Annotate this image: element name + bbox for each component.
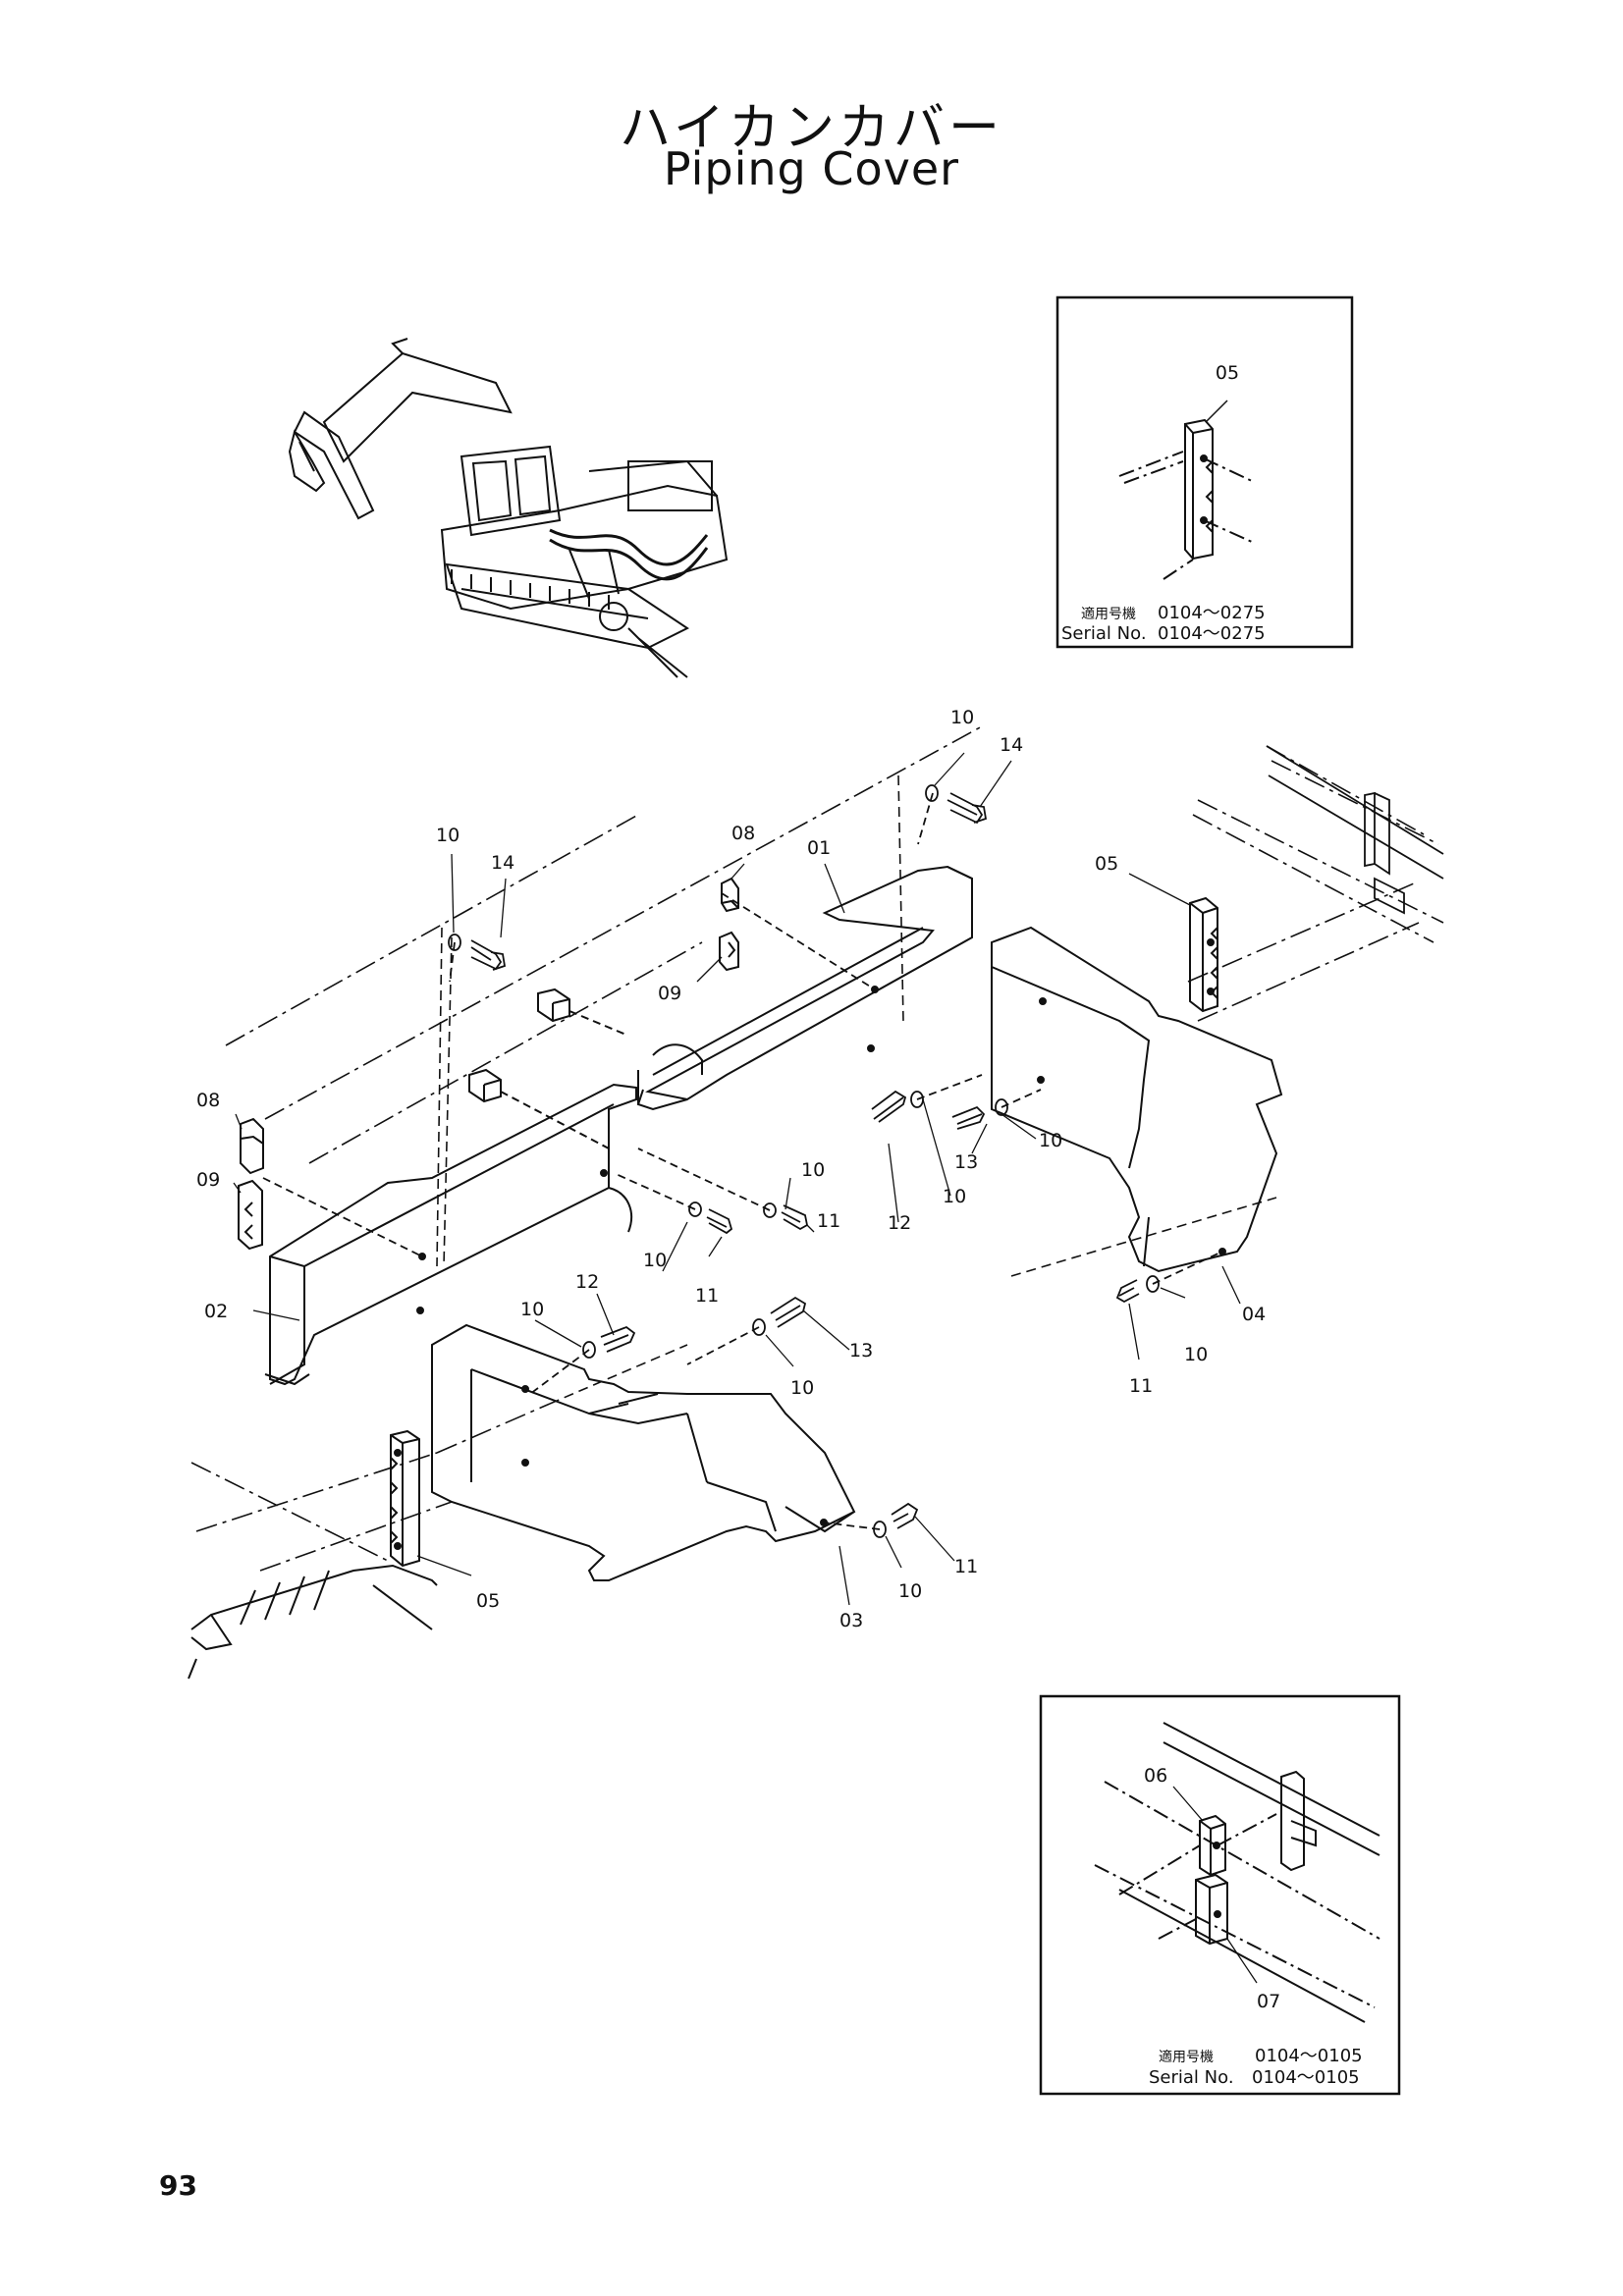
callout-10: 10 — [643, 1250, 667, 1271]
callout-13: 13 — [954, 1151, 978, 1173]
callout-10: 10 — [790, 1377, 814, 1399]
frame-lower-left — [188, 1564, 438, 1680]
inset-top-applicability-range: 0104～0275 — [1158, 603, 1266, 623]
clamp-09-left — [238, 1179, 263, 1251]
inset-bottom-serial-label: Serial No. — [1149, 2067, 1234, 2088]
callout-11: 11 — [954, 1556, 978, 1577]
callout-12: 12 — [575, 1271, 599, 1293]
title-japanese: ハイカンカバー — [620, 99, 1003, 158]
main-callouts: 10 14 08 01 05 10 14 09 08 09 02 10 11 1… — [196, 707, 1266, 1631]
callout-10: 10 — [1039, 1130, 1062, 1151]
inset-bottom-applicability-range: 0104～0105 — [1255, 2046, 1363, 2066]
callout-14: 14 — [491, 852, 514, 874]
callout-11: 11 — [817, 1210, 840, 1232]
cover-01 — [636, 865, 973, 1111]
callout-10: 10 — [950, 707, 974, 728]
inset-top-serial-label: Serial No. — [1061, 623, 1147, 644]
leader-lines — [233, 752, 1241, 1606]
callout-03: 03 — [839, 1610, 863, 1631]
title-english: Piping Cover — [663, 142, 960, 195]
callout-14: 14 — [1000, 734, 1023, 756]
clamp-09-upper — [719, 931, 739, 972]
callout-12: 12 — [888, 1212, 911, 1234]
callout-10: 10 — [436, 825, 460, 846]
inset-top-serial-range: 0104～0275 — [1158, 623, 1266, 644]
inset-bottom-applicability-label: 適用号機 — [1159, 2049, 1214, 2065]
callout-09: 09 — [658, 983, 681, 1004]
page-number: 93 — [159, 2169, 197, 2202]
inset-bottom-serial-range: 0104～0105 — [1252, 2067, 1360, 2088]
clamp-05-right — [1189, 896, 1218, 1013]
cover-03 — [431, 1323, 856, 1581]
cover-04 — [991, 926, 1283, 1273]
bolts-and-washers — [262, 784, 1223, 1538]
excavator-illustration — [288, 338, 729, 678]
callout-10: 10 — [898, 1580, 922, 1602]
callout-inset-bottom-07: 07 — [1257, 1991, 1280, 2012]
callout-08: 08 — [731, 823, 755, 844]
callout-10: 10 — [520, 1299, 544, 1320]
callout-10: 10 — [1184, 1344, 1208, 1365]
callout-01: 01 — [807, 837, 831, 859]
callout-10: 10 — [943, 1186, 966, 1207]
callout-05: 05 — [476, 1590, 500, 1612]
clamp-08-left — [240, 1117, 264, 1175]
callout-02: 02 — [204, 1301, 228, 1322]
inset-top-applicability-label: 適用号機 — [1081, 606, 1136, 622]
callout-11: 11 — [695, 1285, 719, 1307]
spacer-blocks — [468, 988, 629, 1149]
clamp-05-left — [390, 1429, 420, 1568]
inset-top-panel — [1055, 295, 1354, 649]
callout-inset-top-05: 05 — [1216, 362, 1239, 384]
callout-10: 10 — [801, 1159, 825, 1181]
callout-09: 09 — [196, 1169, 220, 1191]
callout-04: 04 — [1242, 1304, 1266, 1325]
callout-05: 05 — [1095, 853, 1118, 875]
inset-bottom-panel — [1039, 1694, 1401, 2096]
cover-02 — [264, 1083, 637, 1386]
callout-08: 08 — [196, 1090, 220, 1111]
frame-rails-right — [1266, 745, 1444, 915]
callout-11: 11 — [1129, 1375, 1153, 1397]
callout-inset-bottom-06: 06 — [1144, 1765, 1167, 1787]
callout-13: 13 — [849, 1340, 873, 1362]
